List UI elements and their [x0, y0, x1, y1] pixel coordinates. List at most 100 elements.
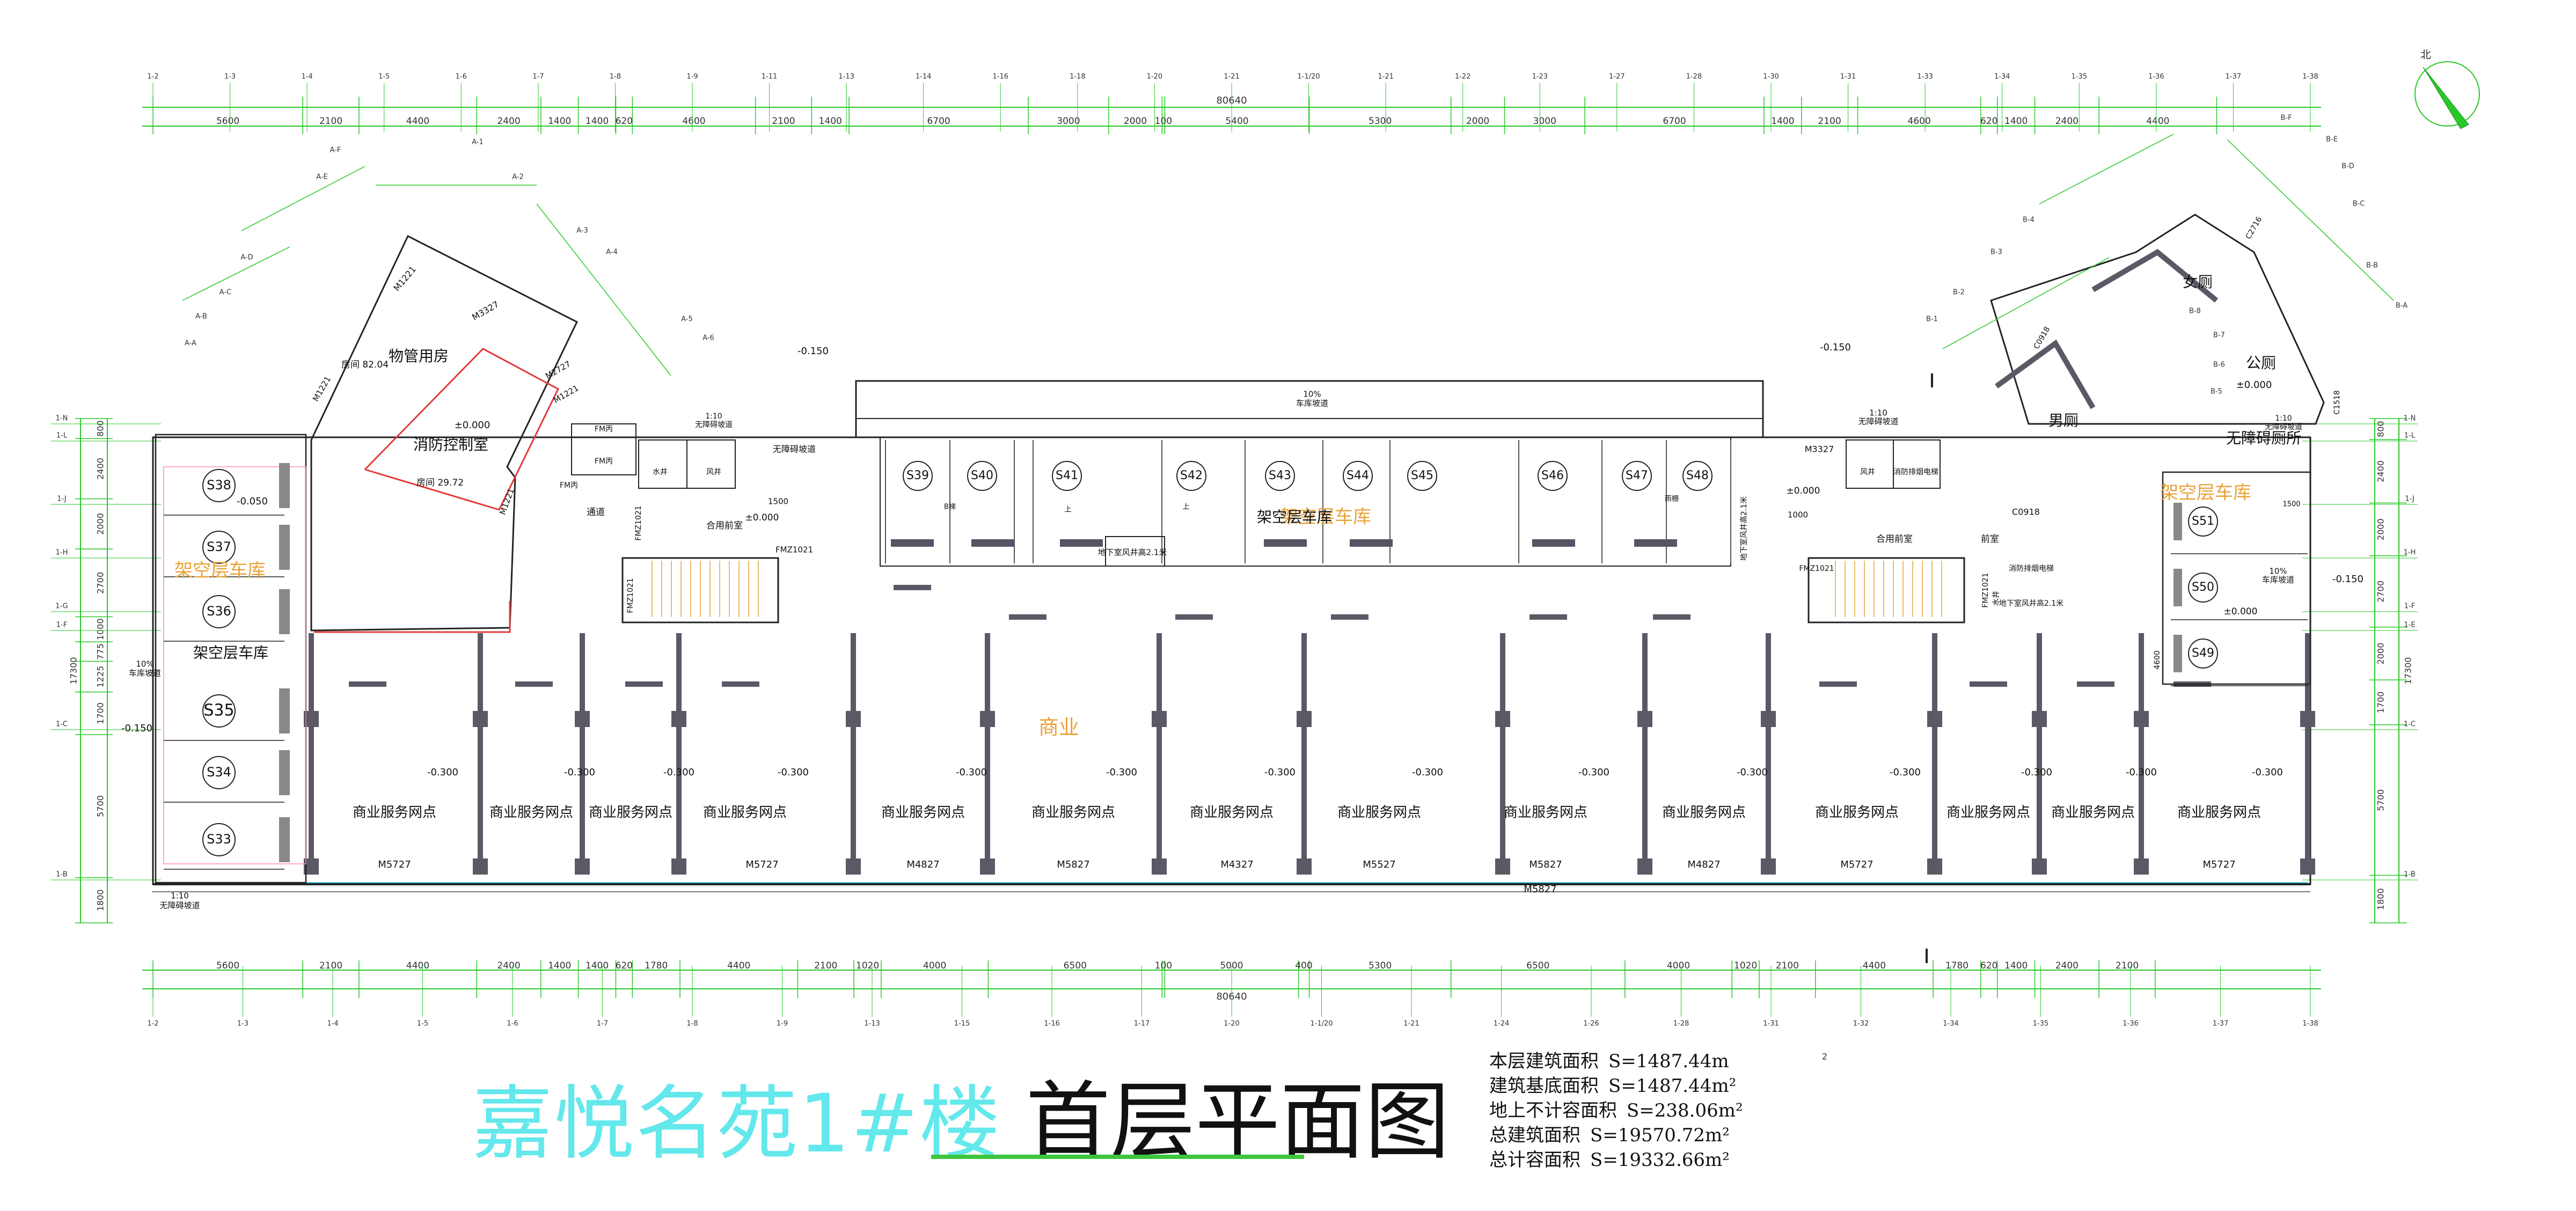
dimension-value-bottom: 620: [616, 960, 633, 971]
dimension-value-top: 5400: [1225, 116, 1248, 127]
grid-label-right: 1-E: [2404, 621, 2415, 629]
grid-label-bottom: 1-2: [147, 1020, 158, 1028]
car-stop: [2174, 503, 2182, 540]
left-wing-red-wall: [314, 601, 511, 633]
grid-label-wing: B-D: [2341, 163, 2354, 171]
room-label-antechamber: 前室: [1981, 534, 1999, 545]
dimension-value-top: 2100: [1818, 116, 1841, 127]
parking-space-label: S35: [203, 701, 234, 720]
parking-space-label: S44: [1346, 469, 1369, 482]
grid-label-top: 1-35: [2072, 73, 2088, 81]
toilet-partition: [2091, 248, 2219, 303]
dimension-value-left: 2400: [96, 458, 106, 480]
dimension-value-right: 1800: [2376, 888, 2386, 910]
shop-level: -0.300: [1737, 767, 1768, 778]
grid-label-bottom: 1-37: [2213, 1020, 2229, 1028]
car-stop: [279, 589, 290, 634]
shaft-label: FM丙: [595, 425, 613, 434]
elevator-label: 风井: [706, 468, 721, 476]
grid-label-left: 1-N: [56, 415, 68, 423]
grid-label-top: 1-11: [762, 73, 778, 81]
dimension-value-bottom: 2100: [2116, 960, 2139, 971]
dimension-value-left: 2000: [96, 513, 106, 535]
level-label: -0.150: [1820, 342, 1851, 353]
grid-label-right: 1-N: [2404, 415, 2416, 423]
parking-space-label: S34: [207, 765, 231, 780]
grid-label-bottom: 1-28: [1673, 1020, 1689, 1028]
shop-label: 商业服务网点: [353, 805, 436, 821]
dimension-value-top: 2100: [319, 116, 342, 127]
elevator-label: 风井: [1860, 468, 1875, 476]
dimension-value-top: 3000: [1533, 116, 1556, 127]
parking-space-marker: [202, 595, 236, 628]
grid-label-top: 1-37: [2226, 73, 2242, 81]
shaft-label: 消防排烟电梯: [2009, 564, 2054, 573]
door-tag: FMZ1021: [1799, 564, 1834, 573]
parking-space-label: S36: [207, 604, 231, 619]
grid-label-top: 1-38: [2302, 73, 2318, 81]
room-label-corridor: 通道: [587, 507, 605, 518]
north-arrow-icon: [2423, 67, 2469, 129]
level-label: ±0.000: [1787, 486, 1820, 496]
ramp-label: 无障碍坡道: [2265, 423, 2302, 431]
door-tag: M4327: [1220, 859, 1253, 870]
parking-space-label: S37: [207, 539, 231, 554]
door-tag: M5727: [2202, 859, 2235, 870]
stat-label: 总建筑面积: [1489, 1125, 1580, 1146]
grid-label-top: 1-22: [1455, 73, 1471, 81]
window-tag: C1518: [2333, 390, 2341, 414]
parking-space-label: S45: [1411, 469, 1433, 482]
dimension-line-wing: [536, 203, 671, 376]
door-tag: M5827: [1529, 859, 1562, 870]
dimension-value-top: 2400: [497, 116, 520, 127]
dimension-value-bottom: 1400: [586, 960, 609, 971]
parking-space-marker: [1682, 461, 1713, 491]
project-name: 嘉悦名苑1#楼: [472, 1077, 1001, 1171]
dimension-value-top: 4400: [406, 116, 429, 127]
room-label-female-toilet: 女厕: [2183, 273, 2213, 291]
grid-label-left: 1-L: [56, 432, 68, 440]
grid-label-left: 1-G: [55, 603, 68, 611]
elevator-core: [571, 423, 636, 475]
shop-level: -0.300: [663, 767, 694, 778]
dimension-value-bottom: 100: [1155, 960, 1172, 971]
level-label: ±0.000: [455, 420, 491, 431]
grid-label-wing: A-6: [702, 334, 714, 342]
upper-block-outline: [855, 380, 1764, 437]
grid-label-bottom: 1-21: [1403, 1020, 1419, 1028]
dimension-value-top: 1400: [819, 116, 842, 127]
grid-label-top: 1-31: [1840, 73, 1856, 81]
shop-level: -0.300: [1412, 767, 1443, 778]
dimension-value-bottom: 4000: [1667, 960, 1690, 971]
shop-label: 商业服务网点: [1337, 805, 1421, 821]
shaft-label: FM丙: [595, 457, 613, 466]
parking-space-label: S51: [2192, 515, 2214, 528]
dimension-value-bottom: 2100: [319, 960, 342, 971]
mailbox-label: 4600: [2153, 650, 2162, 670]
grid-label-wing: B-A: [2396, 302, 2407, 310]
grid-label-bottom: 1-1/20: [1310, 1020, 1333, 1028]
page-number: 2: [1822, 1052, 1827, 1062]
grid-label-bottom: 1-8: [686, 1020, 698, 1028]
dimension-value-left: 1800: [96, 890, 106, 912]
dimension-value-top: 5600: [216, 116, 239, 127]
grid-label-wing: A-4: [606, 248, 618, 256]
dimension-value-bottom: 1020: [1734, 960, 1757, 971]
dimension-value-left: 1225: [96, 666, 106, 688]
grid-label-right: 1-C: [2404, 721, 2416, 729]
car-stop: [279, 463, 290, 508]
toilet-partition: [1995, 339, 2096, 409]
dimension-value-top: 5300: [1368, 116, 1392, 127]
grid-label-wing: B-2: [1953, 289, 1965, 297]
grid-label-top: 1-18: [1070, 73, 1086, 81]
dimension-value-bottom: 4400: [1863, 960, 1886, 971]
dimension-value-bottom: 400: [1295, 960, 1312, 971]
shop-level: -0.300: [2021, 767, 2052, 778]
stat-value: S=238.06m²: [1627, 1100, 1743, 1121]
dimension-value-left: 800: [96, 420, 106, 437]
door-tag: FMZ1021: [634, 505, 643, 540]
